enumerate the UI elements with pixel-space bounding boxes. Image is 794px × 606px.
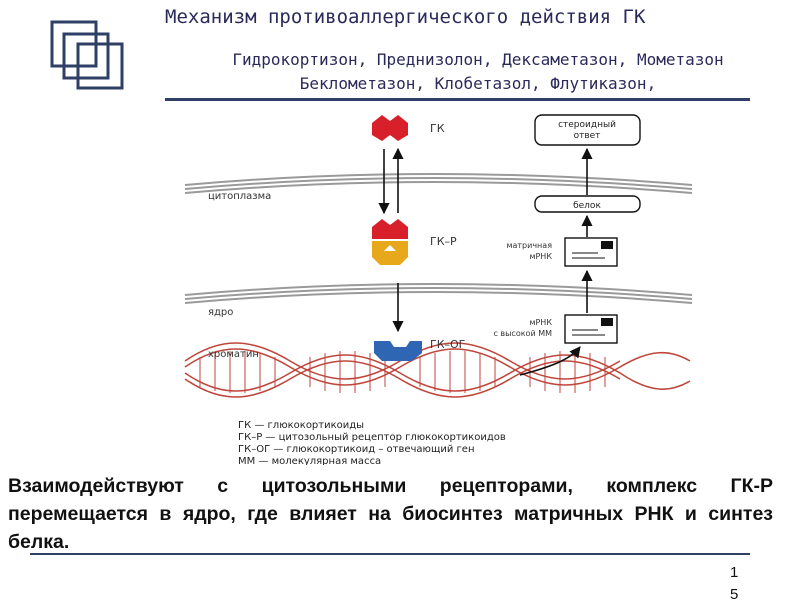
drug-list-line-2: Беклометазон, Клобетазол, Флутиказон, — [299, 74, 657, 93]
drug-list-line-1: Гидрокортизон, Преднизолон, Дексаметазон… — [232, 50, 724, 69]
chromatin-dna — [184, 342, 691, 398]
label-matrix-mrna-2: мРНК — [529, 252, 552, 261]
label-gkog: ГК–ОГ — [430, 338, 466, 351]
nuclear-membrane — [184, 283, 693, 304]
footer-divider — [30, 553, 750, 555]
gk-og-gene-icon — [374, 341, 422, 361]
label-cytoplasm: цитоплазма — [208, 191, 271, 202]
label-hmw-mrna-1: мРНК — [529, 318, 552, 327]
mechanism-diagram: цитоплазма ядро хроматин ГК ГК–Р — [184, 114, 693, 465]
caption-text: Взаимодействуют с цитозольными рецептора… — [8, 475, 773, 553]
dna-rungs — [199, 351, 606, 393]
receptor-icon — [372, 241, 408, 265]
logo-squares — [50, 20, 124, 90]
receptor-notch — [384, 245, 396, 251]
legend-item: ГК — глюкокортикоиды — [238, 420, 364, 431]
label-gkr: ГК–Р — [430, 235, 457, 248]
legend-item: ГК–Р — цитозольный рецептор глюкокортико… — [238, 432, 506, 443]
label-gk: ГК — [430, 122, 445, 135]
steroid-response-box — [534, 114, 641, 146]
arrow-gene-to-mrna — [519, 346, 581, 376]
page-number: 1 5 — [730, 564, 739, 603]
legend: ГК — глюкокортикоиды ГК–Р — цитозольный … — [238, 420, 506, 465]
matrix-mrna-icon — [564, 237, 618, 267]
protein-box — [534, 195, 641, 213]
label-nucleus: ядро — [208, 307, 233, 318]
label-chromatin: хроматин — [208, 349, 259, 360]
hmw-mrna-icon — [564, 314, 618, 344]
label-steroid-response-1: стероидный — [558, 120, 616, 130]
title-divider — [165, 98, 750, 101]
label-steroid-response-2: ответ — [574, 131, 601, 141]
legend-item: ММ — молекулярная масса — [238, 456, 381, 465]
drug-list: Гидрокортизон, Преднизолон, Дексаметазон… — [178, 48, 778, 96]
cell-membrane — [184, 173, 693, 194]
gk-molecule-icon — [372, 115, 408, 141]
label-hmw-mrna-2: с высокой ММ — [493, 329, 552, 338]
slide-title: Механизм противоаллергического действия … — [165, 6, 646, 28]
label-protein: белок — [573, 201, 601, 211]
legend-item: ГК–ОГ — глюкокортикоид – отвечающий ген — [238, 444, 475, 455]
gk-bound-icon — [372, 219, 408, 239]
label-matrix-mrna-1: матричная — [506, 241, 552, 250]
